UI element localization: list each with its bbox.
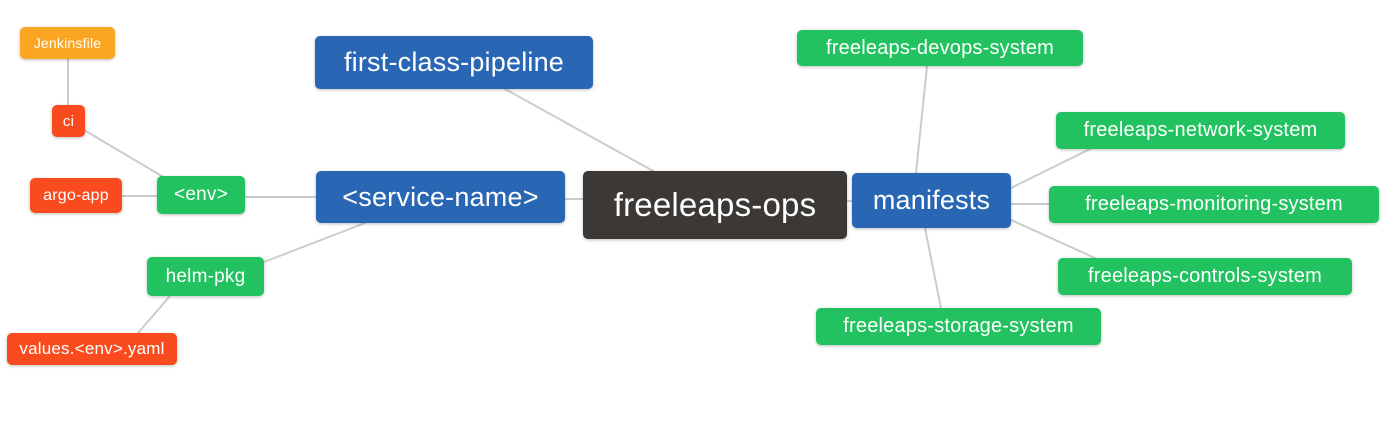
edge-manifests--freeleaps-controls-system <box>1010 219 1096 259</box>
node-manifests[interactable]: manifests <box>852 173 1011 228</box>
node-values-env-yaml[interactable]: values.<env>.yaml <box>7 333 177 365</box>
node-first-class-pipeline[interactable]: first-class-pipeline <box>315 36 593 89</box>
node-freeleaps-network-system[interactable]: freeleaps-network-system <box>1056 112 1345 149</box>
node-jenkinsfile[interactable]: Jenkinsfile <box>20 27 115 59</box>
edge-helm-pkg--values-env-yaml <box>137 295 171 334</box>
node-freeleaps-storage-system[interactable]: freeleaps-storage-system <box>816 308 1101 345</box>
node-service-name[interactable]: <service-name> <box>316 171 565 223</box>
node-freeleaps-devops-system[interactable]: freeleaps-devops-system <box>797 30 1083 66</box>
node-argo-app[interactable]: argo-app <box>30 178 122 213</box>
node-freeleaps-ops[interactable]: freeleaps-ops <box>583 171 847 239</box>
node-freeleaps-controls-system[interactable]: freeleaps-controls-system <box>1058 258 1352 295</box>
edge-manifests--freeleaps-network-system <box>1010 148 1091 189</box>
edge-helm-pkg--service-name <box>263 222 366 263</box>
node-env[interactable]: <env> <box>157 176 245 214</box>
node-freeleaps-monitoring-system[interactable]: freeleaps-monitoring-system <box>1049 186 1379 223</box>
edge-ci--env <box>83 129 166 179</box>
node-ci[interactable]: ci <box>52 105 85 137</box>
edge-manifests--freeleaps-devops-system <box>915 65 928 174</box>
edge-first-class-pipeline--freeleaps-ops <box>504 88 656 173</box>
node-helm-pkg[interactable]: helm-pkg <box>147 257 264 296</box>
edge-manifests--freeleaps-storage-system <box>924 227 942 309</box>
